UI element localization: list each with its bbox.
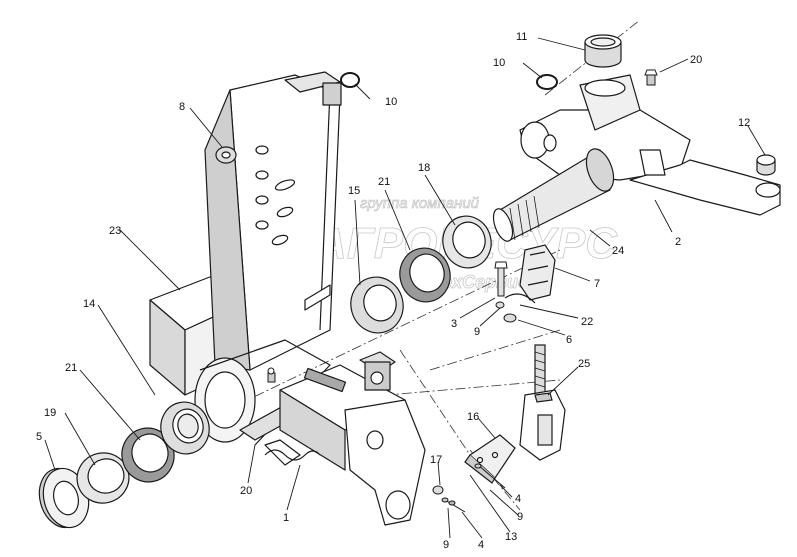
grease-nipple-part-20-right xyxy=(644,69,658,86)
bolt-part-4-bottom xyxy=(441,497,466,513)
callout-2: 2 xyxy=(675,236,681,248)
callout-21-right: 21 xyxy=(378,176,390,188)
grease-nipple-part-20-left xyxy=(267,367,276,383)
o-ring-part-10-right xyxy=(536,74,558,90)
callout-8: 8 xyxy=(179,101,185,113)
callout-11: 11 xyxy=(516,31,527,43)
nut-part-5 xyxy=(38,467,90,529)
o-ring-part-10-left xyxy=(340,72,360,88)
bolt-part-3 xyxy=(494,261,508,297)
callout-9-upper: 9 xyxy=(474,326,480,338)
washer-part-9-upper xyxy=(495,301,505,309)
bearing-part-14 xyxy=(160,401,210,455)
callout-18: 18 xyxy=(418,162,430,174)
bush-part-11 xyxy=(584,34,622,68)
washer-part-8 xyxy=(215,146,237,164)
bolt-part-4-right xyxy=(474,463,506,489)
callout-10-left: 10 xyxy=(385,96,397,108)
callout-1: 1 xyxy=(283,512,289,524)
washer-part-9-bottom xyxy=(448,500,456,506)
callout-20-left: 20 xyxy=(240,485,252,497)
callout-23: 23 xyxy=(109,225,121,237)
callout-12: 12 xyxy=(738,117,750,129)
watermark-line-1: группа компаний xyxy=(360,195,480,212)
callout-5: 5 xyxy=(36,431,42,443)
washer-part-17 xyxy=(432,485,444,495)
callout-16: 16 xyxy=(467,411,479,423)
nut-part-7 xyxy=(519,244,556,301)
seal-part-21-right xyxy=(399,247,451,303)
cotter-pin-part-22 xyxy=(504,293,536,304)
callout-3: 3 xyxy=(451,318,457,330)
callout-4-right: 4 xyxy=(515,493,521,505)
bush-part-12 xyxy=(756,154,776,176)
callout-25: 25 xyxy=(578,358,590,370)
callout-labels: 8 10 23 14 21 19 5 15 21 18 20 1 10 11 2… xyxy=(36,31,750,551)
main-frame-part-23 xyxy=(149,71,346,466)
callout-6: 6 xyxy=(566,334,572,346)
axle-part-2 xyxy=(492,74,781,242)
callout-22: 22 xyxy=(581,316,593,328)
cover-plate-part-16 xyxy=(464,434,516,484)
ring-part-18 xyxy=(442,215,492,269)
ring-part-19 xyxy=(76,452,130,504)
callout-20-right: 20 xyxy=(690,54,702,66)
callout-9-bottom: 9 xyxy=(443,539,449,551)
bracket-part-1 xyxy=(264,351,426,526)
callout-13: 13 xyxy=(505,531,517,543)
callout-9-right: 9 xyxy=(517,511,523,523)
callout-4-bottom: 4 xyxy=(478,539,484,551)
callout-7: 7 xyxy=(594,278,600,290)
bearing-part-15 xyxy=(350,276,404,334)
callout-19: 19 xyxy=(44,407,56,419)
callout-15: 15 xyxy=(348,185,360,197)
callout-leaders xyxy=(44,37,766,539)
callout-17: 17 xyxy=(430,454,442,466)
washer-part-6 xyxy=(503,313,517,323)
callout-24: 24 xyxy=(612,245,624,257)
callout-21-left: 21 xyxy=(65,362,77,374)
screw-jack-part-25 xyxy=(519,344,566,461)
callout-10-right: 10 xyxy=(493,57,505,69)
callout-14: 14 xyxy=(83,298,95,310)
